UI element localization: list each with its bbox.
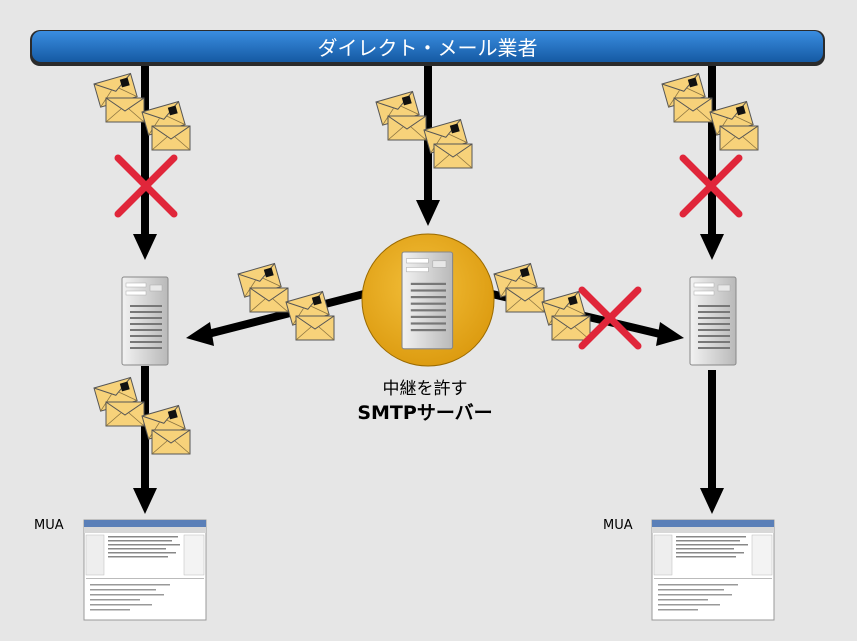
mua-right-screen bbox=[651, 519, 775, 621]
arrow-left-top bbox=[133, 66, 157, 260]
left-mail-server bbox=[121, 276, 169, 366]
mua-left-screen bbox=[83, 519, 207, 621]
arrow-right-bottom bbox=[700, 370, 724, 514]
envelopes-relay-right bbox=[494, 264, 590, 340]
mua-right-label: MUA bbox=[603, 518, 633, 533]
relay-server-circle bbox=[361, 233, 495, 367]
envelopes-relay-left bbox=[238, 264, 334, 340]
mua-left-label: MUA bbox=[34, 518, 64, 533]
right-mail-server bbox=[689, 276, 737, 366]
banner bbox=[30, 30, 825, 66]
arrow-relay-to-left bbox=[186, 290, 365, 346]
relay-server-label-line1: 中継を許す bbox=[382, 379, 468, 399]
banner-title: ダイレクト・メール業者 bbox=[317, 36, 538, 60]
arrow-right-top bbox=[700, 66, 724, 260]
relay-server-label-line2: SMTPサーバー bbox=[357, 402, 493, 424]
